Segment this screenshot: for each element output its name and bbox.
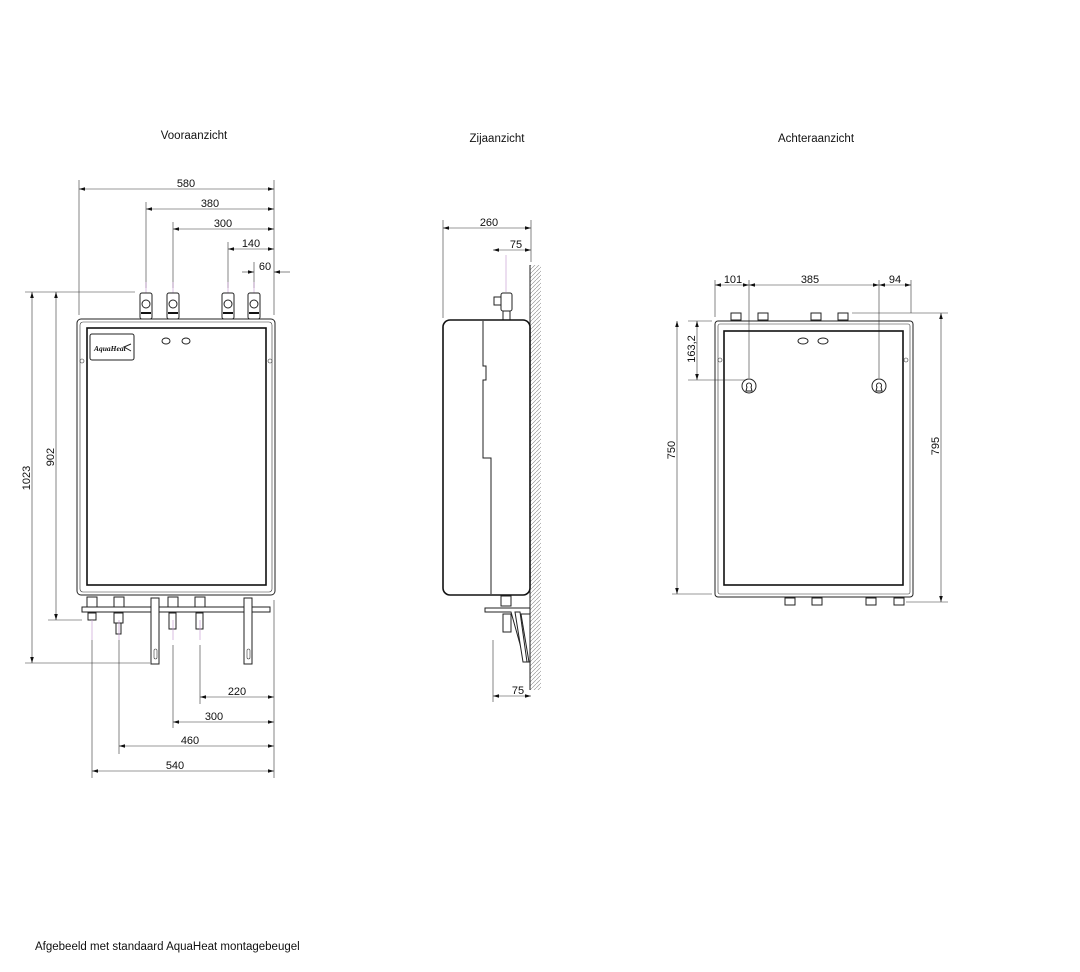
dim-1023: 1023: [21, 466, 33, 490]
front-housing: [76, 318, 276, 596]
dim-260: 260: [480, 217, 498, 229]
dim-300-bottom: 300: [205, 711, 223, 723]
front-view-title: Vooraanzicht: [161, 130, 228, 142]
dim-300: 300: [214, 218, 232, 230]
dim-902: 902: [45, 448, 57, 466]
dim-101: 101: [724, 274, 742, 286]
dim-795: 795: [930, 437, 942, 455]
side-view: 260 75 75: [442, 217, 541, 702]
back-view-title: Achteraanzicht: [778, 133, 855, 145]
dim-140: 140: [242, 238, 260, 250]
front-view: 580 380 300 140 60 1023 902 AquaHeat: [21, 178, 290, 778]
keyhole-icons: [741, 378, 887, 394]
mounting-bar: [81, 606, 271, 613]
valves-top: [139, 282, 261, 320]
wall-hatch: [530, 265, 541, 690]
dim-75-bottom: 75: [512, 685, 524, 697]
footer-caption: Afgebeeld met standaard AquaHeat montage…: [35, 941, 300, 953]
side-view-title: Zijaanzicht: [470, 133, 526, 145]
aquaheat-logo: [89, 333, 135, 361]
back-view: 101 385 94 163,2 750 795: [666, 274, 948, 606]
svg-text:AquaHeat: AquaHeat: [93, 344, 127, 353]
side-housing: [442, 319, 531, 596]
dim-163-2: 163,2: [686, 335, 698, 363]
dim-750: 750: [666, 441, 678, 459]
dim-460: 460: [181, 735, 199, 747]
dim-580: 580: [177, 178, 195, 190]
dim-540: 540: [166, 760, 184, 772]
dim-94: 94: [889, 274, 901, 286]
dim-60: 60: [259, 261, 271, 273]
dim-385: 385: [801, 274, 819, 286]
dim-75-top: 75: [510, 239, 522, 251]
dim-220: 220: [228, 686, 246, 698]
back-housing: [714, 320, 914, 598]
dim-380: 380: [201, 198, 219, 210]
